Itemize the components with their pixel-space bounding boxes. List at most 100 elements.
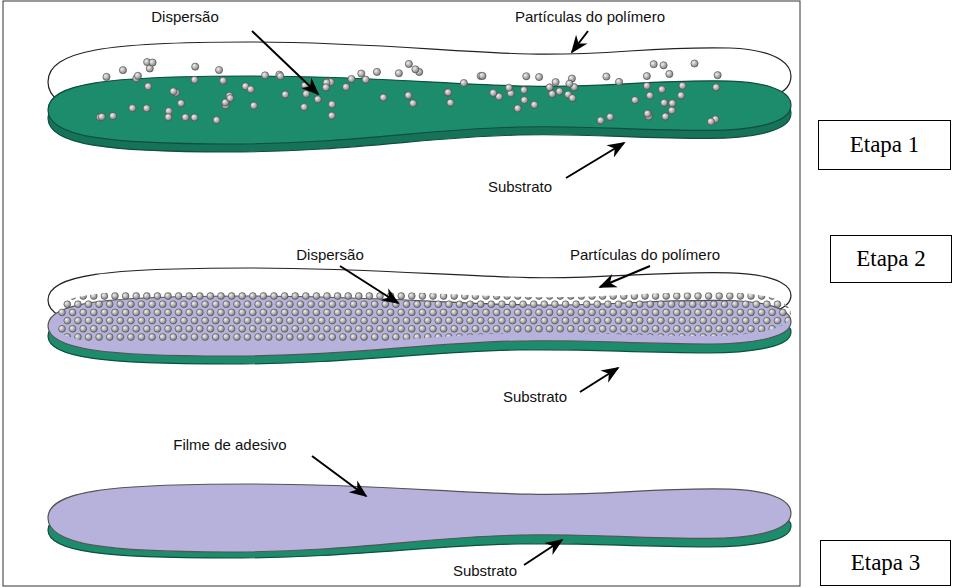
polymer-particle <box>705 325 712 332</box>
polymer-particle <box>663 309 670 316</box>
polymer-particle <box>530 334 537 341</box>
polymer-particle <box>456 334 463 341</box>
polymer-particle <box>467 301 474 308</box>
polymer-particle <box>271 325 278 332</box>
polymer-particle <box>451 293 458 300</box>
polymer-particle <box>228 325 235 332</box>
polymer-particle <box>340 301 347 308</box>
polymer-particle <box>467 334 474 341</box>
polymer-particle <box>292 309 299 316</box>
polymer-particle <box>85 301 92 308</box>
polymer-particle <box>318 317 325 324</box>
polymer-particle <box>546 309 553 316</box>
polymer-particle <box>440 325 447 332</box>
polymer-particle <box>499 334 506 341</box>
polymer-particle <box>424 301 431 308</box>
polymer-particle <box>96 317 103 324</box>
polymer-particle <box>134 72 141 79</box>
polymer-particle <box>361 334 368 341</box>
polymer-particle <box>679 301 686 308</box>
polymer-particle <box>742 317 749 324</box>
polymer-particle <box>774 317 781 324</box>
polymer-particle <box>451 309 458 316</box>
polymer-particle <box>75 317 82 324</box>
polymer-particle <box>700 317 707 324</box>
polymer-particle <box>562 317 569 324</box>
polymer-particle <box>393 317 400 324</box>
polymer-particle <box>597 117 604 124</box>
polymer-particle <box>758 325 765 332</box>
polymer-particle <box>149 301 156 308</box>
polymer-particle <box>276 334 283 341</box>
polymer-particle <box>605 317 612 324</box>
polymer-particle <box>779 309 786 316</box>
polymer-particle <box>711 301 718 308</box>
polymer-particle <box>239 325 246 332</box>
polymer-particle <box>631 97 638 104</box>
polymer-particle <box>112 293 119 300</box>
polymer-particle <box>472 325 479 332</box>
polymer-particle <box>127 317 134 324</box>
polymer-particle <box>255 301 262 308</box>
polymer-particle <box>234 334 241 341</box>
polymer-particle <box>106 317 113 324</box>
polymer-particle <box>414 301 421 308</box>
polymer-particle <box>85 334 92 341</box>
polymer-particle <box>531 101 538 108</box>
polymer-particle <box>444 89 451 96</box>
polymer-particle <box>504 325 511 332</box>
polymer-particle <box>165 293 172 300</box>
polymer-particle <box>149 59 156 66</box>
polymer-particle <box>64 301 71 308</box>
polymer-particle <box>514 293 521 300</box>
polymer-particle <box>695 325 702 332</box>
polymer-particle <box>610 325 617 332</box>
polymer-particle <box>181 334 188 341</box>
polymer-particle <box>334 293 341 300</box>
polymer-particle <box>302 293 309 300</box>
polymer-particle <box>504 293 511 300</box>
stage-label: Etapa 3 <box>851 550 921 576</box>
polymer-particle <box>133 325 140 332</box>
polymer-particle <box>281 309 288 316</box>
polymer-particle <box>301 104 308 111</box>
polymer-particle <box>355 309 362 316</box>
polymer-particle <box>461 293 468 300</box>
polymer-particle <box>483 293 490 300</box>
polymer-particle <box>213 117 220 124</box>
polymer-particle <box>196 293 203 300</box>
polymer-particle <box>552 301 559 308</box>
polymer-particle <box>509 334 516 341</box>
polymer-particle <box>567 293 574 300</box>
polymer-particle <box>276 317 283 324</box>
polymer-particle <box>361 301 368 308</box>
polymer-particle <box>668 317 675 324</box>
polymer-particle <box>297 317 304 324</box>
polymer-particle <box>177 100 184 107</box>
polymer-particle <box>127 301 134 308</box>
polymer-particle <box>366 325 373 332</box>
polymer-particle <box>371 301 378 308</box>
polymer-particle <box>313 293 320 300</box>
polymer-particle <box>414 334 421 341</box>
polymer-particle <box>684 309 691 316</box>
polymer-particle <box>69 325 76 332</box>
polymer-particle <box>626 301 633 308</box>
polymer-particle <box>302 325 309 332</box>
polymer-particle <box>175 293 182 300</box>
polymer-particle <box>122 309 129 316</box>
polymer-particle <box>615 78 622 85</box>
polymer-particle <box>642 325 649 332</box>
polymer-particle <box>424 334 431 341</box>
polymer-particle <box>223 301 230 308</box>
polymer-particle <box>610 293 617 300</box>
polymer-particle <box>652 325 659 332</box>
polymer-particle <box>536 309 543 316</box>
part-label: Partículas do polímero <box>570 246 720 263</box>
polymer-particle <box>322 84 329 91</box>
polymer-particle <box>505 84 512 91</box>
polymer-particle <box>181 317 188 324</box>
polymer-particle <box>521 97 528 104</box>
polymer-particle <box>610 309 617 316</box>
